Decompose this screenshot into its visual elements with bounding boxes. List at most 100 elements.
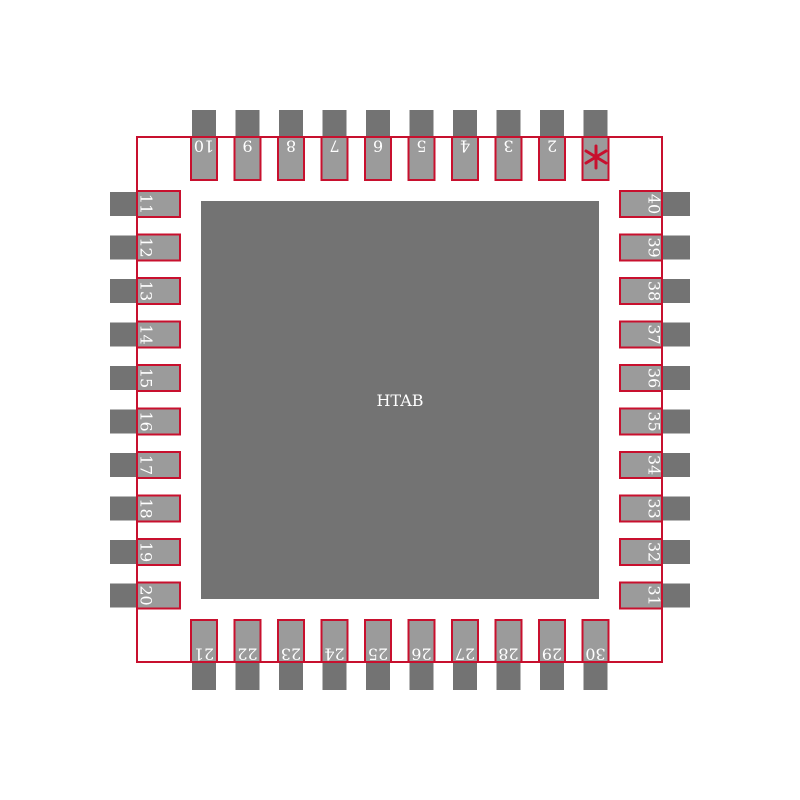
pin-11-lead bbox=[110, 192, 138, 216]
pin-3-lead bbox=[496, 110, 521, 138]
pin-30-pad bbox=[581, 619, 610, 663]
pin-2-lead bbox=[540, 110, 564, 138]
pin-36-lead bbox=[662, 366, 690, 390]
pin-21-lead bbox=[192, 662, 216, 690]
pin-21-pad bbox=[190, 619, 218, 663]
pin-6-lead bbox=[366, 110, 390, 138]
pin-19-pad bbox=[136, 538, 181, 566]
pin-40-lead bbox=[662, 192, 690, 216]
pin-label-13: 13 bbox=[137, 281, 156, 301]
pin-label-26: 26 bbox=[411, 645, 431, 664]
pin-label-24: 24 bbox=[324, 645, 344, 664]
pin-31-pad bbox=[619, 581, 663, 610]
pin-32-lead bbox=[662, 540, 690, 564]
pin-label-22: 22 bbox=[237, 645, 257, 664]
pin-22-lead bbox=[235, 662, 260, 690]
pin-19-lead bbox=[110, 540, 138, 564]
pin-34-lead bbox=[662, 453, 690, 477]
pin1-asterisk-icon bbox=[584, 144, 608, 170]
pin-40-pad bbox=[619, 190, 663, 218]
pin-label-33: 33 bbox=[645, 498, 664, 518]
pin-label-39: 39 bbox=[645, 237, 664, 257]
pin-16-lead bbox=[110, 409, 138, 434]
pin-label-19: 19 bbox=[137, 542, 156, 562]
pin-20-lead bbox=[110, 583, 138, 608]
package-outline bbox=[136, 136, 663, 663]
pin-14-pad bbox=[136, 320, 181, 349]
pin-25-lead bbox=[366, 662, 390, 690]
pin-label-25: 25 bbox=[368, 645, 388, 664]
pin-27-pad bbox=[451, 619, 479, 663]
pin-23-pad bbox=[277, 619, 305, 663]
pin-18-pad bbox=[136, 494, 181, 523]
pin-14-lead bbox=[110, 322, 138, 347]
pin-9-lead bbox=[235, 110, 260, 138]
pin-28-pad bbox=[494, 619, 523, 663]
pin-35-pad bbox=[619, 407, 663, 436]
pin-label-37: 37 bbox=[645, 324, 664, 344]
pin-5-pad bbox=[407, 136, 436, 181]
pin-7-lead bbox=[322, 110, 347, 138]
pin-10-lead bbox=[192, 110, 216, 138]
pin-label-7: 7 bbox=[329, 137, 339, 156]
pin-6-pad bbox=[364, 136, 392, 181]
pin-label-29: 29 bbox=[542, 645, 562, 664]
pin-35-lead bbox=[662, 409, 690, 434]
pin-label-34: 34 bbox=[645, 455, 664, 475]
pin-9-pad bbox=[233, 136, 262, 181]
pin-label-8: 8 bbox=[286, 137, 296, 156]
pin-1-lead bbox=[583, 110, 608, 138]
pin-label-31: 31 bbox=[645, 585, 664, 605]
pin-label-20: 20 bbox=[137, 585, 156, 605]
pin-12-lead bbox=[110, 235, 138, 260]
pin-label-2: 2 bbox=[547, 137, 557, 156]
pin-label-10: 10 bbox=[194, 137, 214, 156]
pin-17-lead bbox=[110, 453, 138, 477]
pin-label-6: 6 bbox=[373, 137, 383, 156]
pin-27-lead bbox=[453, 662, 477, 690]
pin-label-12: 12 bbox=[137, 237, 156, 257]
pin-label-11: 11 bbox=[137, 194, 156, 214]
pin-15-lead bbox=[110, 366, 138, 390]
pin-33-lead bbox=[662, 496, 690, 521]
pin-28-lead bbox=[496, 662, 521, 690]
pin-24-lead bbox=[322, 662, 347, 690]
pin-label-14: 14 bbox=[137, 324, 156, 344]
pin-37-lead bbox=[662, 322, 690, 347]
pin-32-pad bbox=[619, 538, 663, 566]
center-label: HTAB bbox=[376, 391, 423, 410]
pin-22-pad bbox=[233, 619, 262, 663]
pin-4-pad bbox=[451, 136, 479, 181]
pin-38-pad bbox=[619, 277, 663, 305]
pin-1-pad bbox=[581, 136, 610, 181]
pin-31-lead bbox=[662, 583, 690, 608]
pin-8-lead bbox=[279, 110, 303, 138]
pads-layer bbox=[110, 110, 690, 690]
pin-4-lead bbox=[453, 110, 477, 138]
pin-16-pad bbox=[136, 407, 181, 436]
pin-label-28: 28 bbox=[498, 645, 518, 664]
pin-label-15: 15 bbox=[137, 368, 156, 388]
pin-34-pad bbox=[619, 451, 663, 479]
pin-label-23: 23 bbox=[281, 645, 301, 664]
pin-5-lead bbox=[409, 110, 434, 138]
pin-label-35: 35 bbox=[645, 411, 664, 431]
pin-23-lead bbox=[279, 662, 303, 690]
pin-label-38: 38 bbox=[645, 281, 664, 301]
pin-39-pad bbox=[619, 233, 663, 262]
pin-label-21: 21 bbox=[194, 645, 214, 664]
pin-29-lead bbox=[540, 662, 564, 690]
pin-20-pad bbox=[136, 581, 181, 610]
pin-label-18: 18 bbox=[137, 498, 156, 518]
pin-37-pad bbox=[619, 320, 663, 349]
pin-13-pad bbox=[136, 277, 181, 305]
pin-label-4: 4 bbox=[460, 137, 470, 156]
pin-18-lead bbox=[110, 496, 138, 521]
pin-label-17: 17 bbox=[137, 455, 156, 475]
pin-10-pad bbox=[190, 136, 218, 181]
pin-24-pad bbox=[320, 619, 349, 663]
pin-39-lead bbox=[662, 235, 690, 260]
pin-30-lead bbox=[583, 662, 608, 690]
pin-label-27: 27 bbox=[455, 645, 475, 664]
